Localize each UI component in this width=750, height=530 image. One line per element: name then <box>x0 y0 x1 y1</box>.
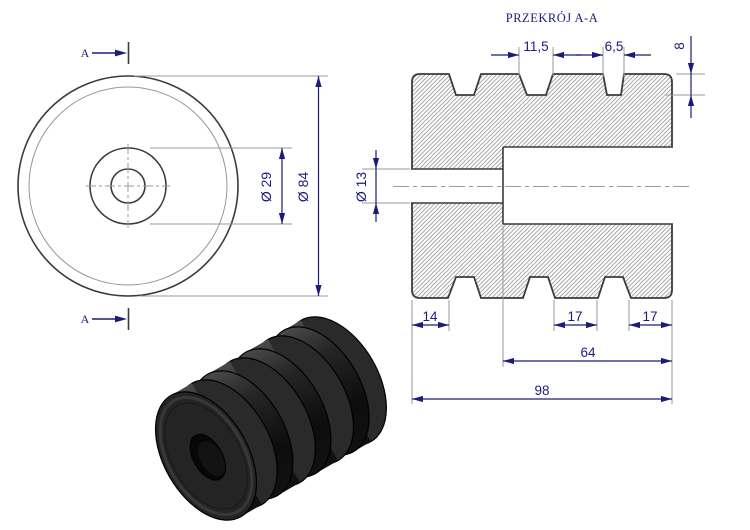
section-marker-top: A <box>81 42 130 64</box>
dim-counterbore-depth: 64 <box>503 345 672 365</box>
part-3d-render <box>154 316 387 521</box>
dim-bore-diameter: Ø 13 <box>353 150 380 222</box>
center-cross <box>86 144 170 228</box>
bottom-extension-lines <box>411 226 673 404</box>
dim-overall-length: 98 <box>412 383 672 403</box>
dim-counterbore-depth-label: 64 <box>580 345 596 360</box>
rim-circle <box>28 86 228 286</box>
counterbore-edges <box>502 146 673 225</box>
dim-end-rib-label: 17 <box>642 309 657 324</box>
counterbore <box>503 147 675 224</box>
dim-hub-diameter-label: Ø 29 <box>258 172 274 203</box>
part-front-face <box>154 391 258 521</box>
dim-groove-depth-label: 8 <box>672 42 687 50</box>
front-view: A A Ø 29 Ø 84 <box>17 42 328 330</box>
section-marker-top-label: A <box>81 46 90 60</box>
section-marker-bottom-label: A <box>81 312 90 326</box>
pilot-hole-edges <box>411 168 503 204</box>
part-bore-hole-wall <box>198 441 225 476</box>
dim-overall-length-label: 98 <box>534 383 549 398</box>
dim-end-rib: 17 <box>629 309 672 329</box>
dim-hub-diameter: Ø 29 <box>258 148 286 224</box>
dim-mid-rib: 17 <box>554 309 597 329</box>
dim-bore-diameter-label: Ø 13 <box>353 172 369 203</box>
section-arrow-icon <box>115 49 127 57</box>
bore-extension-lines <box>362 168 410 204</box>
dim-mid-rib-label: 17 <box>567 309 582 324</box>
dim-groove-depth: 8 <box>672 36 695 118</box>
dim-groove-narrow: 6,5 <box>576 39 651 59</box>
dim-first-rib-label: 14 <box>422 309 438 324</box>
dim-outer-diameter: Ø 84 <box>295 76 322 296</box>
section-title: PRZEKRÓJ A-A <box>506 11 598 25</box>
dim-first-rib: 14 <box>412 309 449 329</box>
outer-circle <box>17 75 239 297</box>
dim-groove-narrow-label: 6,5 <box>605 39 624 54</box>
dim-groove-wide: 11,5 <box>491 39 581 59</box>
dim-groove-wide-label: 11,5 <box>523 39 548 54</box>
dim-outer-diameter-label: Ø 84 <box>295 172 311 203</box>
top-extension-lines <box>518 47 625 77</box>
section-view: PRZEKRÓJ A-A 11,5 6,5 <box>353 11 705 404</box>
outer-extension-lines <box>134 75 328 297</box>
hub-extension-lines <box>150 147 292 225</box>
section-marker-bottom: A <box>81 308 130 330</box>
section-arrow-icon <box>115 315 127 323</box>
